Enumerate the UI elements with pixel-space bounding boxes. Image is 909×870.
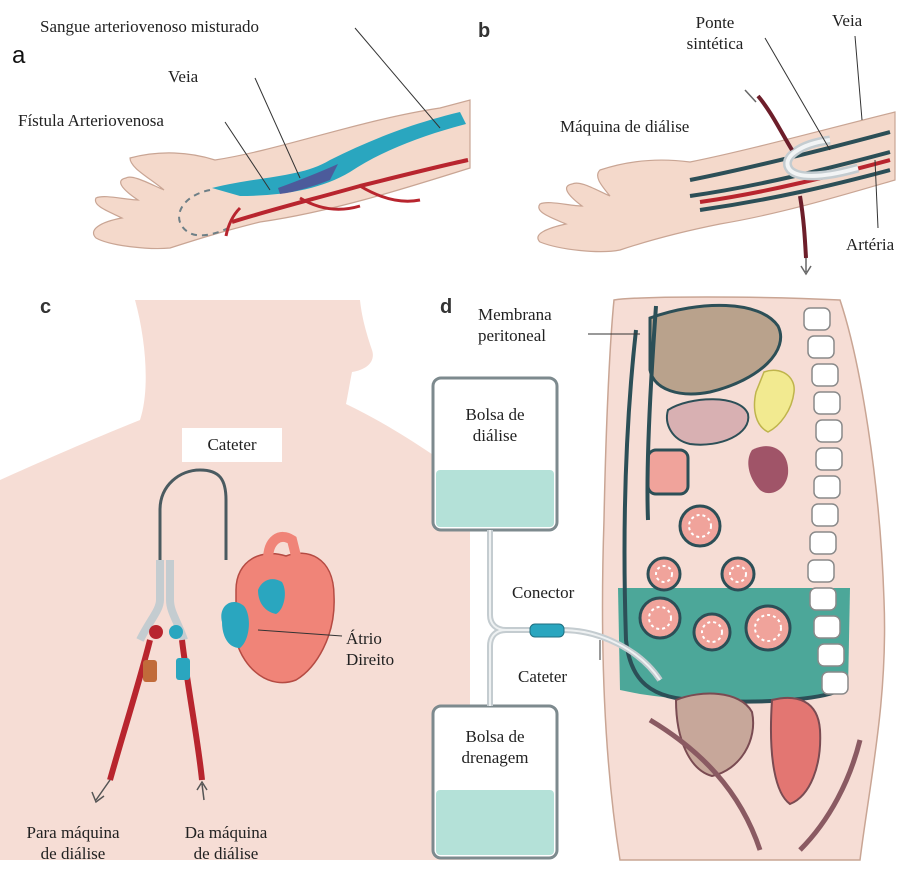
label-from-machine-line2: de diálise — [166, 843, 286, 864]
label-bridge-line1: Ponte — [660, 12, 770, 33]
leader-bridge — [765, 38, 830, 150]
panel-label-a: a — [12, 42, 25, 70]
label-dialysis-bag-line1: Bolsa de — [433, 404, 557, 425]
label-fistula: Fístula Arteriovenosa — [18, 110, 164, 131]
label-vein-a: Veia — [168, 66, 198, 87]
label-membrane: Membrana peritoneal — [478, 304, 552, 346]
arrow-b-out — [801, 258, 811, 274]
label-atrium: Átrio Direito — [346, 628, 394, 670]
leader-vein-b — [855, 36, 862, 120]
label-catheter-c: Cateter — [182, 434, 282, 455]
label-to-machine-line1: Para máquina — [8, 822, 138, 843]
label-dialysis-bag-line2: diálise — [433, 425, 557, 446]
label-machine: Máquina de diálise — [560, 116, 689, 137]
label-mixed-blood: Sangue arteriovenoso misturado — [40, 16, 259, 37]
label-bridge-line2: sintética — [660, 33, 770, 54]
label-to-machine-line2: de diálise — [8, 843, 138, 864]
label-vein-b: Veia — [832, 10, 862, 31]
label-from-machine: Da máquina de diálise — [166, 822, 286, 864]
label-from-machine-line1: Da máquina — [166, 822, 286, 843]
panel-label-d: d — [440, 296, 452, 319]
label-atrium-line2: Direito — [346, 649, 394, 670]
dialysis-bag-fluid — [436, 470, 554, 527]
connector-red — [149, 625, 163, 639]
leader-mixed-blood — [355, 28, 440, 128]
panel-label-c: c — [40, 296, 51, 319]
torso-silhouette-c — [0, 300, 470, 860]
panel-b-illustration — [538, 36, 895, 274]
label-membrane-line1: Membrana — [478, 304, 552, 325]
label-artery: Artéria — [846, 234, 894, 255]
label-drain-bag-line2: drenagem — [433, 747, 557, 768]
label-dialysis-bag: Bolsa de diálise — [433, 404, 557, 446]
label-connector: Conector — [512, 582, 574, 603]
connector-blue — [169, 625, 183, 639]
label-catheter-d: Cateter — [518, 666, 567, 687]
arrow-b-in — [745, 90, 756, 102]
panel-c-illustration — [0, 300, 470, 860]
panel-label-b: b — [478, 20, 490, 43]
label-drain-bag-line1: Bolsa de — [433, 726, 557, 747]
label-atrium-line1: Átrio — [346, 628, 394, 649]
label-membrane-line2: peritoneal — [478, 325, 552, 346]
drain-bag-fluid — [436, 790, 554, 855]
clamp-right — [176, 658, 190, 680]
label-drain-bag: Bolsa de drenagem — [433, 726, 557, 768]
clamp-left — [143, 660, 157, 682]
panel-d-illustration — [433, 297, 885, 860]
label-to-machine: Para máquina de diálise — [8, 822, 138, 864]
connector-d — [530, 624, 564, 637]
panel-a-illustration — [94, 28, 470, 249]
label-bridge: Ponte sintética — [660, 12, 770, 54]
colon-d — [648, 450, 688, 494]
